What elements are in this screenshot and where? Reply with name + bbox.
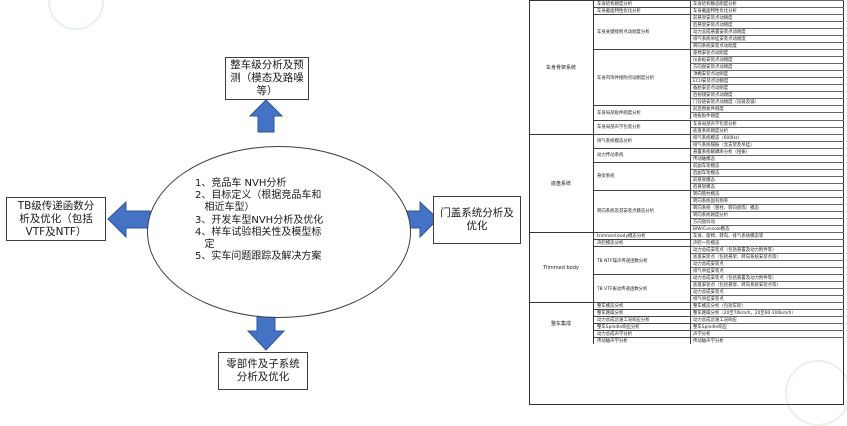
table-row: 车身结构静态刚度分析 [691,0,844,7]
table-row: 排气吊挂安装点 [691,267,844,274]
table-row: 声腔一阶模态 [691,239,844,246]
table-row: 底盘安装点（包括悬架、转向系统安装点等） [691,253,844,260]
table-row: 排气系统吊挂安装点动刚度 [691,35,844,42]
table-row: 车身截面特性优化分析 [691,7,844,14]
table-row: 前后围板件刚度 [691,105,844,112]
table-row: 门铰链安装点动刚度（铰链及锁） [691,98,844,105]
table-group-label: TB NTF噪声传递函数分析 [594,246,691,275]
table-row: 转向管柱模态 [691,189,844,197]
table-category: 车身骨架系统 [529,0,594,134]
center-list-item: 4、样车试验相关性及模型标 定 [195,226,322,251]
table-row: 声学分析 [691,330,844,337]
table-group-label: 转向系统及其安装点模态分析 [594,189,691,232]
table-row: 前副车架模态 [691,161,844,169]
table-group-label: 声腔模态分析 [594,239,691,247]
table-group-label: 车身结构刚度分析 [594,0,691,8]
table-row: 转向系统刚度分析 [691,210,844,218]
table-row: 座椅安装点动刚度 [691,49,844,56]
table-row: 动力总成安装点（包括悬置及动力附件等） [691,246,844,253]
table-group-label: 车身局部声学包装分析 [594,119,691,134]
table-row: 整车Spindle响应 [691,323,844,330]
table-group-label: 车身关键接附点动刚度分析 [594,14,691,50]
table-group-label: 整车Spindle响应分析 [594,323,691,331]
table-row: 后视镜安装点动刚度 [691,91,844,98]
table-row: 底盘系统刚度分析 [691,126,844,134]
table-row: 方向盘安装点动刚度 [691,63,844,70]
center-list-item: 3、开发车型NVH分析及优化 [195,214,324,226]
table-row: 底盘安装点（包括悬架、转向系统安装点等） [691,281,844,288]
table-row: 悬置系统解耦率分析（扭振） [691,147,844,155]
table-row: ECU安装点动刚度 [691,77,844,84]
table-row: 动力总成怠速工况响应 [691,316,844,323]
table-row: 传动轴模态 [691,154,844,162]
table-row: 车身、座椅、转向、排气系统模态等 [691,231,844,239]
table-group-label: 整车路噪分析 [594,309,691,317]
table-row: 前悬架安装点动刚度 [691,14,844,21]
table-group-label: 悬架系统 [594,161,691,190]
table-row: 整车路噪分析（20至70km/h，20至80-100km/h） [691,309,844,316]
arrow-down [246,312,286,351]
table-row: 动力总成悬置安装点动刚度 [691,28,844,35]
table-group-label: 车身内饰件接附点动刚度分析 [594,49,691,106]
table-group-label: 车身截面特性优化分析 [594,7,691,15]
center-list-item: 2、目标定义（根据竞品车和 相近车型） [195,190,322,214]
table-row: 后悬架模态 [691,182,844,190]
table-group-label: 排气系统模态分析 [594,133,691,148]
arrows-layer [107,99,439,351]
table-row: 地板板件刚度 [691,112,844,119]
bottom-box: 零部件及子系统 分析及优化 [218,352,308,390]
table-row: 动力总成安装点（包括悬置及动力附件等） [691,274,844,281]
center-list-item: 5、实车问题跟踪及解决方案 [195,251,322,263]
table-group-label: 动力传动系统 [594,147,691,162]
table-row: 顶棚安装点动刚度 [691,70,844,77]
table-group-label: 车身局部板件刚度分析 [594,105,691,120]
table-row: 后副车架模态 [691,168,844,176]
table-row: 方向盘抖动 [691,217,844,225]
arrow-up [248,99,284,133]
table-row: BIW/Console模态 [691,224,844,232]
table-row: 转向系统（管柱、转向盘等）模态 [691,203,844,211]
right-box: 门盖系统分析及 优化 [433,196,521,244]
table-group-label: 动力总成声学分析 [594,330,691,338]
table-row: 传动轴声学分析 [691,337,844,344]
top-box: 整车级分析及预 测（模态及路噪 等） [225,57,309,100]
table-group-label: 动力总成怠速工况响应分析 [594,316,691,324]
table-row: 排气系统隔振（含支架及吊挂） [691,140,844,148]
table-row: 动力总成安装点 [691,288,844,295]
table-row: 备胎安装点动刚度 [691,84,844,91]
canvas: 整车级分析及预 测（模态及路噪 等） TB级传递函数分 析及优化（包括 VTF及… [6,0,847,426]
table-row: 转向系统固有频率 [691,196,844,204]
center-list-item: 1、竞品车 NVH分析 [195,178,287,189]
left-box: TB级传递函数分 析及优化（包括 VTF及NTF） [6,197,106,241]
arrow-left [107,200,151,239]
table-row: 整车模态分析（包括车轮） [691,302,844,309]
center-ellipse [147,146,411,318]
table-row: 转向系统安装点动刚度 [691,42,844,49]
table-category: 底盘系统 [529,133,594,232]
table-row: 排气吊挂安装点 [691,295,844,302]
table-row: 后悬架安装点动刚度 [691,21,844,28]
table-category: 整车集成 [529,302,594,345]
table-category: Trimmed body [529,231,594,303]
table-row: 动力总成安装点 [691,260,844,267]
table-row: 车身局部声学包装分析 [691,119,844,127]
table-group-label: 传动轴声学分析 [594,337,691,345]
table-row: 排气系统模态（600Hz） [691,133,844,141]
analysis-table [529,0,844,405]
table-group-label: trimmed body模态分析 [594,231,691,239]
table-row: 前悬架模态 [691,175,844,183]
table-row: 仪表板安装点动刚度 [691,56,844,63]
table-group-label: 整车模态分析 [594,302,691,310]
table-group-label: TB VTF振动传递函数分析 [594,274,691,303]
